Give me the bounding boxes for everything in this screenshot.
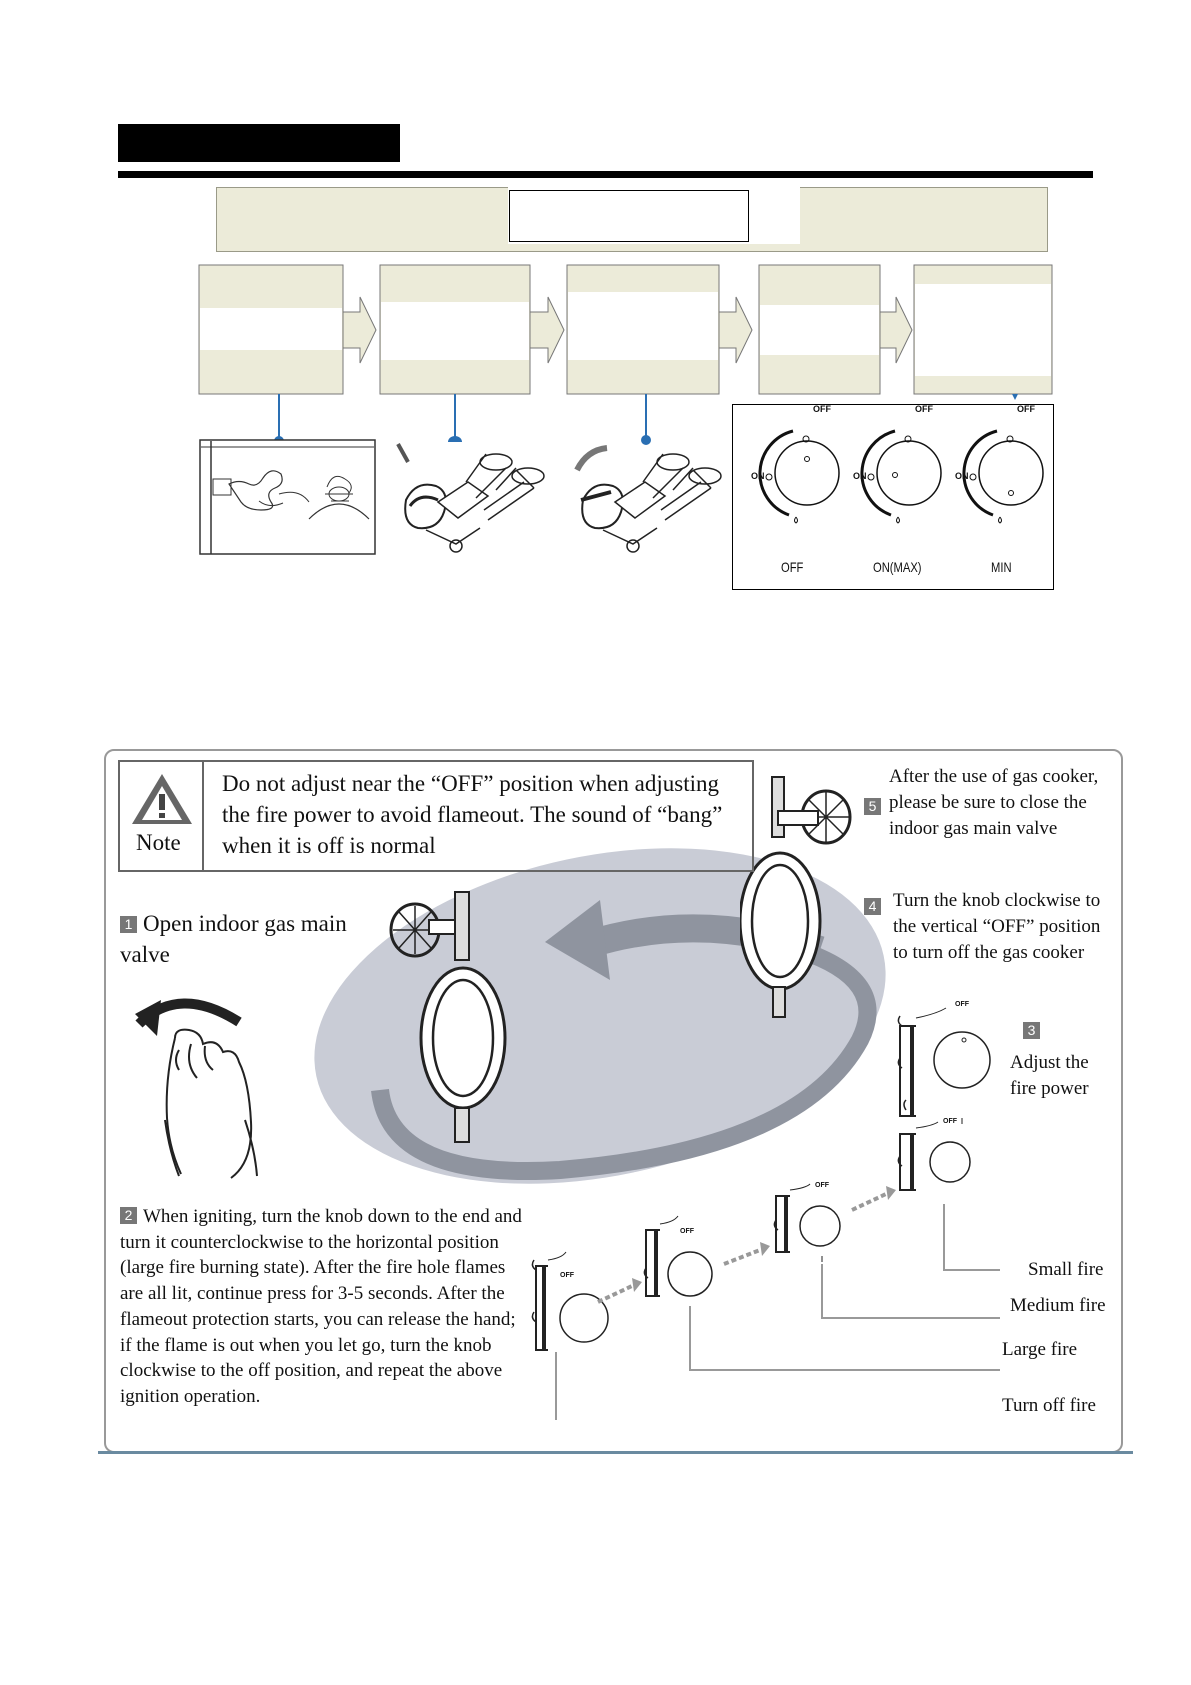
knob-1-off-mark: OFF	[813, 404, 831, 414]
label-large-fire: Large fire	[1002, 1339, 1078, 1360]
step-3-text: Adjust the fire power	[1010, 1052, 1089, 1099]
knob-turn-off	[531, 1251, 609, 1351]
step-5-text: After the use of gas cooker, please be s…	[889, 766, 1099, 839]
knob-large-off-mark: OFF	[680, 1228, 694, 1235]
flow-step-1	[198, 264, 344, 395]
step-1-number: 1	[120, 916, 137, 933]
heading-rule-thin	[118, 177, 1093, 178]
gas-main-valve-open-icon	[389, 891, 507, 1143]
note-box: Note Do not adjust near the “OFF” positi…	[118, 760, 754, 872]
knob-sequence-diagram	[531, 1007, 1000, 1420]
flow-title-box	[509, 190, 749, 242]
flow-step-5	[913, 264, 1053, 395]
warning-icon	[132, 774, 192, 824]
knob-off	[758, 429, 840, 524]
knob-label-on-max: ON(MAX)	[873, 559, 922, 575]
step-4-number: 4	[864, 898, 881, 915]
knob-positions-panel: OFF OFF OFF ON ON ON OFF ON(MAX) MIN	[732, 404, 1054, 590]
flow-title-banner	[216, 186, 1048, 252]
note-label: Note	[136, 830, 181, 855]
knob-label-off: OFF	[781, 559, 804, 575]
knob-1-on-mark: ON	[751, 471, 765, 481]
pipe-valve-illustration-2	[574, 445, 722, 553]
knob-2-on-mark: ON	[853, 471, 867, 481]
flow-steps	[198, 264, 1053, 400]
flow-step-4	[758, 264, 881, 395]
flow-arrow-1	[342, 296, 377, 364]
knob-adjust-off-mark: OFF	[955, 1001, 969, 1008]
step-5-number: 5	[864, 798, 881, 815]
knob-medium-off-mark: OFF	[815, 1182, 829, 1189]
gas-cylinder-valve-illustration	[199, 439, 376, 555]
section-heading-bar	[118, 124, 400, 162]
knob-min	[962, 429, 1044, 524]
knob-adjust	[897, 1007, 991, 1124]
knob-large-fire	[643, 1215, 713, 1297]
panel-bottom-rule	[98, 1451, 1133, 1454]
knob-small-fire	[897, 1121, 971, 1191]
step-2-text: When igniting, turn the knob down to the…	[120, 1206, 522, 1407]
knob-on-max	[860, 429, 942, 524]
step-4-text: Turn the knob clockwise to the vertical …	[893, 890, 1101, 963]
heading-rule	[118, 171, 1093, 177]
knob-small-off-mark: OFF	[943, 1118, 957, 1125]
knob-medium-fire	[773, 1183, 841, 1262]
fire-level-leaders	[555, 1204, 1000, 1420]
flow-step-2	[379, 264, 531, 395]
step-1-text: Open indoor gas main valve	[120, 911, 347, 967]
flow-step-3	[566, 264, 720, 395]
flow-arrow-2	[529, 296, 565, 364]
label-turn-off-fire: Turn off fire	[1002, 1395, 1096, 1416]
knob-3-off-mark: OFF	[1017, 404, 1035, 414]
hand-turning-knob-icon	[135, 998, 258, 1179]
note-text: Do not adjust near the “OFF” position wh…	[222, 771, 723, 858]
knob-off-off-mark: OFF	[560, 1272, 574, 1279]
gas-main-valve-closed-icon	[740, 776, 852, 1018]
flow-arrow-4	[879, 296, 913, 364]
label-small-fire: Small fire	[1028, 1259, 1104, 1280]
step-2-number: 2	[120, 1207, 137, 1224]
flow-arrow-3	[718, 296, 753, 364]
knob-label-min: MIN	[991, 559, 1012, 575]
knob-2-off-mark: OFF	[915, 404, 933, 414]
step-3-number: 3	[1023, 1022, 1040, 1039]
pipe-valve-illustration-1	[396, 443, 545, 553]
label-medium-fire: Medium fire	[1010, 1295, 1106, 1316]
sequence-arrows	[597, 1192, 887, 1304]
knob-3-on-mark: ON	[955, 471, 969, 481]
